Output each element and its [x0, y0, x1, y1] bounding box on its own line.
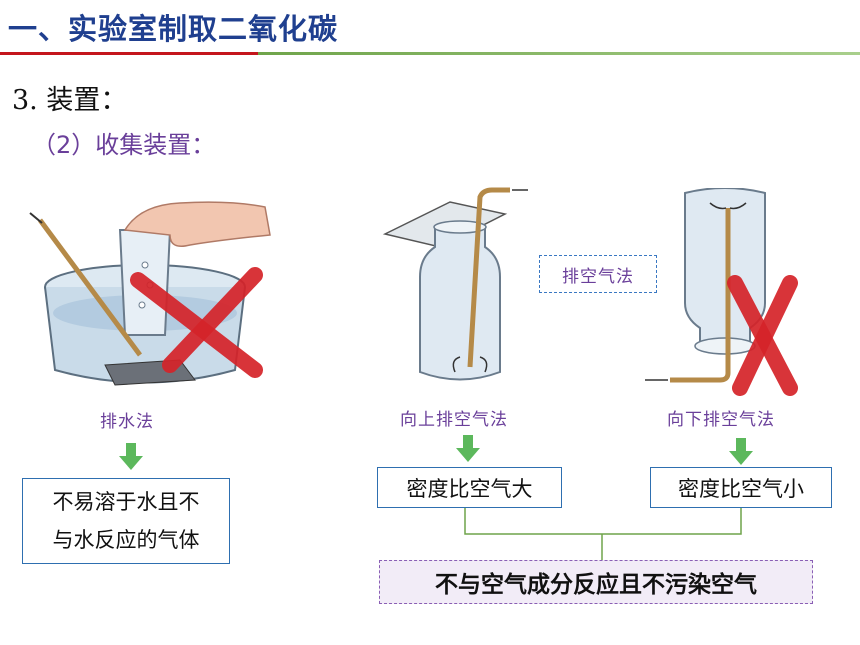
down-arrow-icon: [729, 438, 753, 465]
water-desc-line-2: 与水反应的气体: [52, 528, 200, 552]
page-title: 一、实验室制取二氧化碳: [8, 12, 339, 46]
section-heading: 3. 装置：: [12, 85, 128, 116]
upward-air-displacement-illustration: [382, 187, 528, 381]
section-subheading: （2）收集装置：: [32, 131, 216, 159]
down-arrow-icon: [456, 435, 480, 462]
downward-method-label: 向下排空气法: [667, 410, 775, 430]
connector-lines: [464, 508, 742, 560]
water-method-label: 排水法: [100, 412, 154, 432]
water-desc-line-1: 不易溶于水且不: [52, 490, 200, 514]
water-displacement-illustration: [29, 201, 271, 386]
upward-method-description: 密度比空气大: [377, 467, 562, 508]
air-displacement-group-label: 排空气法: [539, 255, 657, 293]
water-method-description: 不易溶于水且不 与水反应的气体: [22, 478, 230, 564]
summary-box: 不与空气成分反应且不污染空气: [379, 560, 813, 604]
downward-method-description: 密度比空气小: [650, 467, 832, 508]
title-underline: [0, 52, 860, 55]
down-arrow-icon: [119, 443, 143, 470]
upward-method-label: 向上排空气法: [400, 410, 508, 430]
downward-air-displacement-illustration: [645, 188, 798, 396]
